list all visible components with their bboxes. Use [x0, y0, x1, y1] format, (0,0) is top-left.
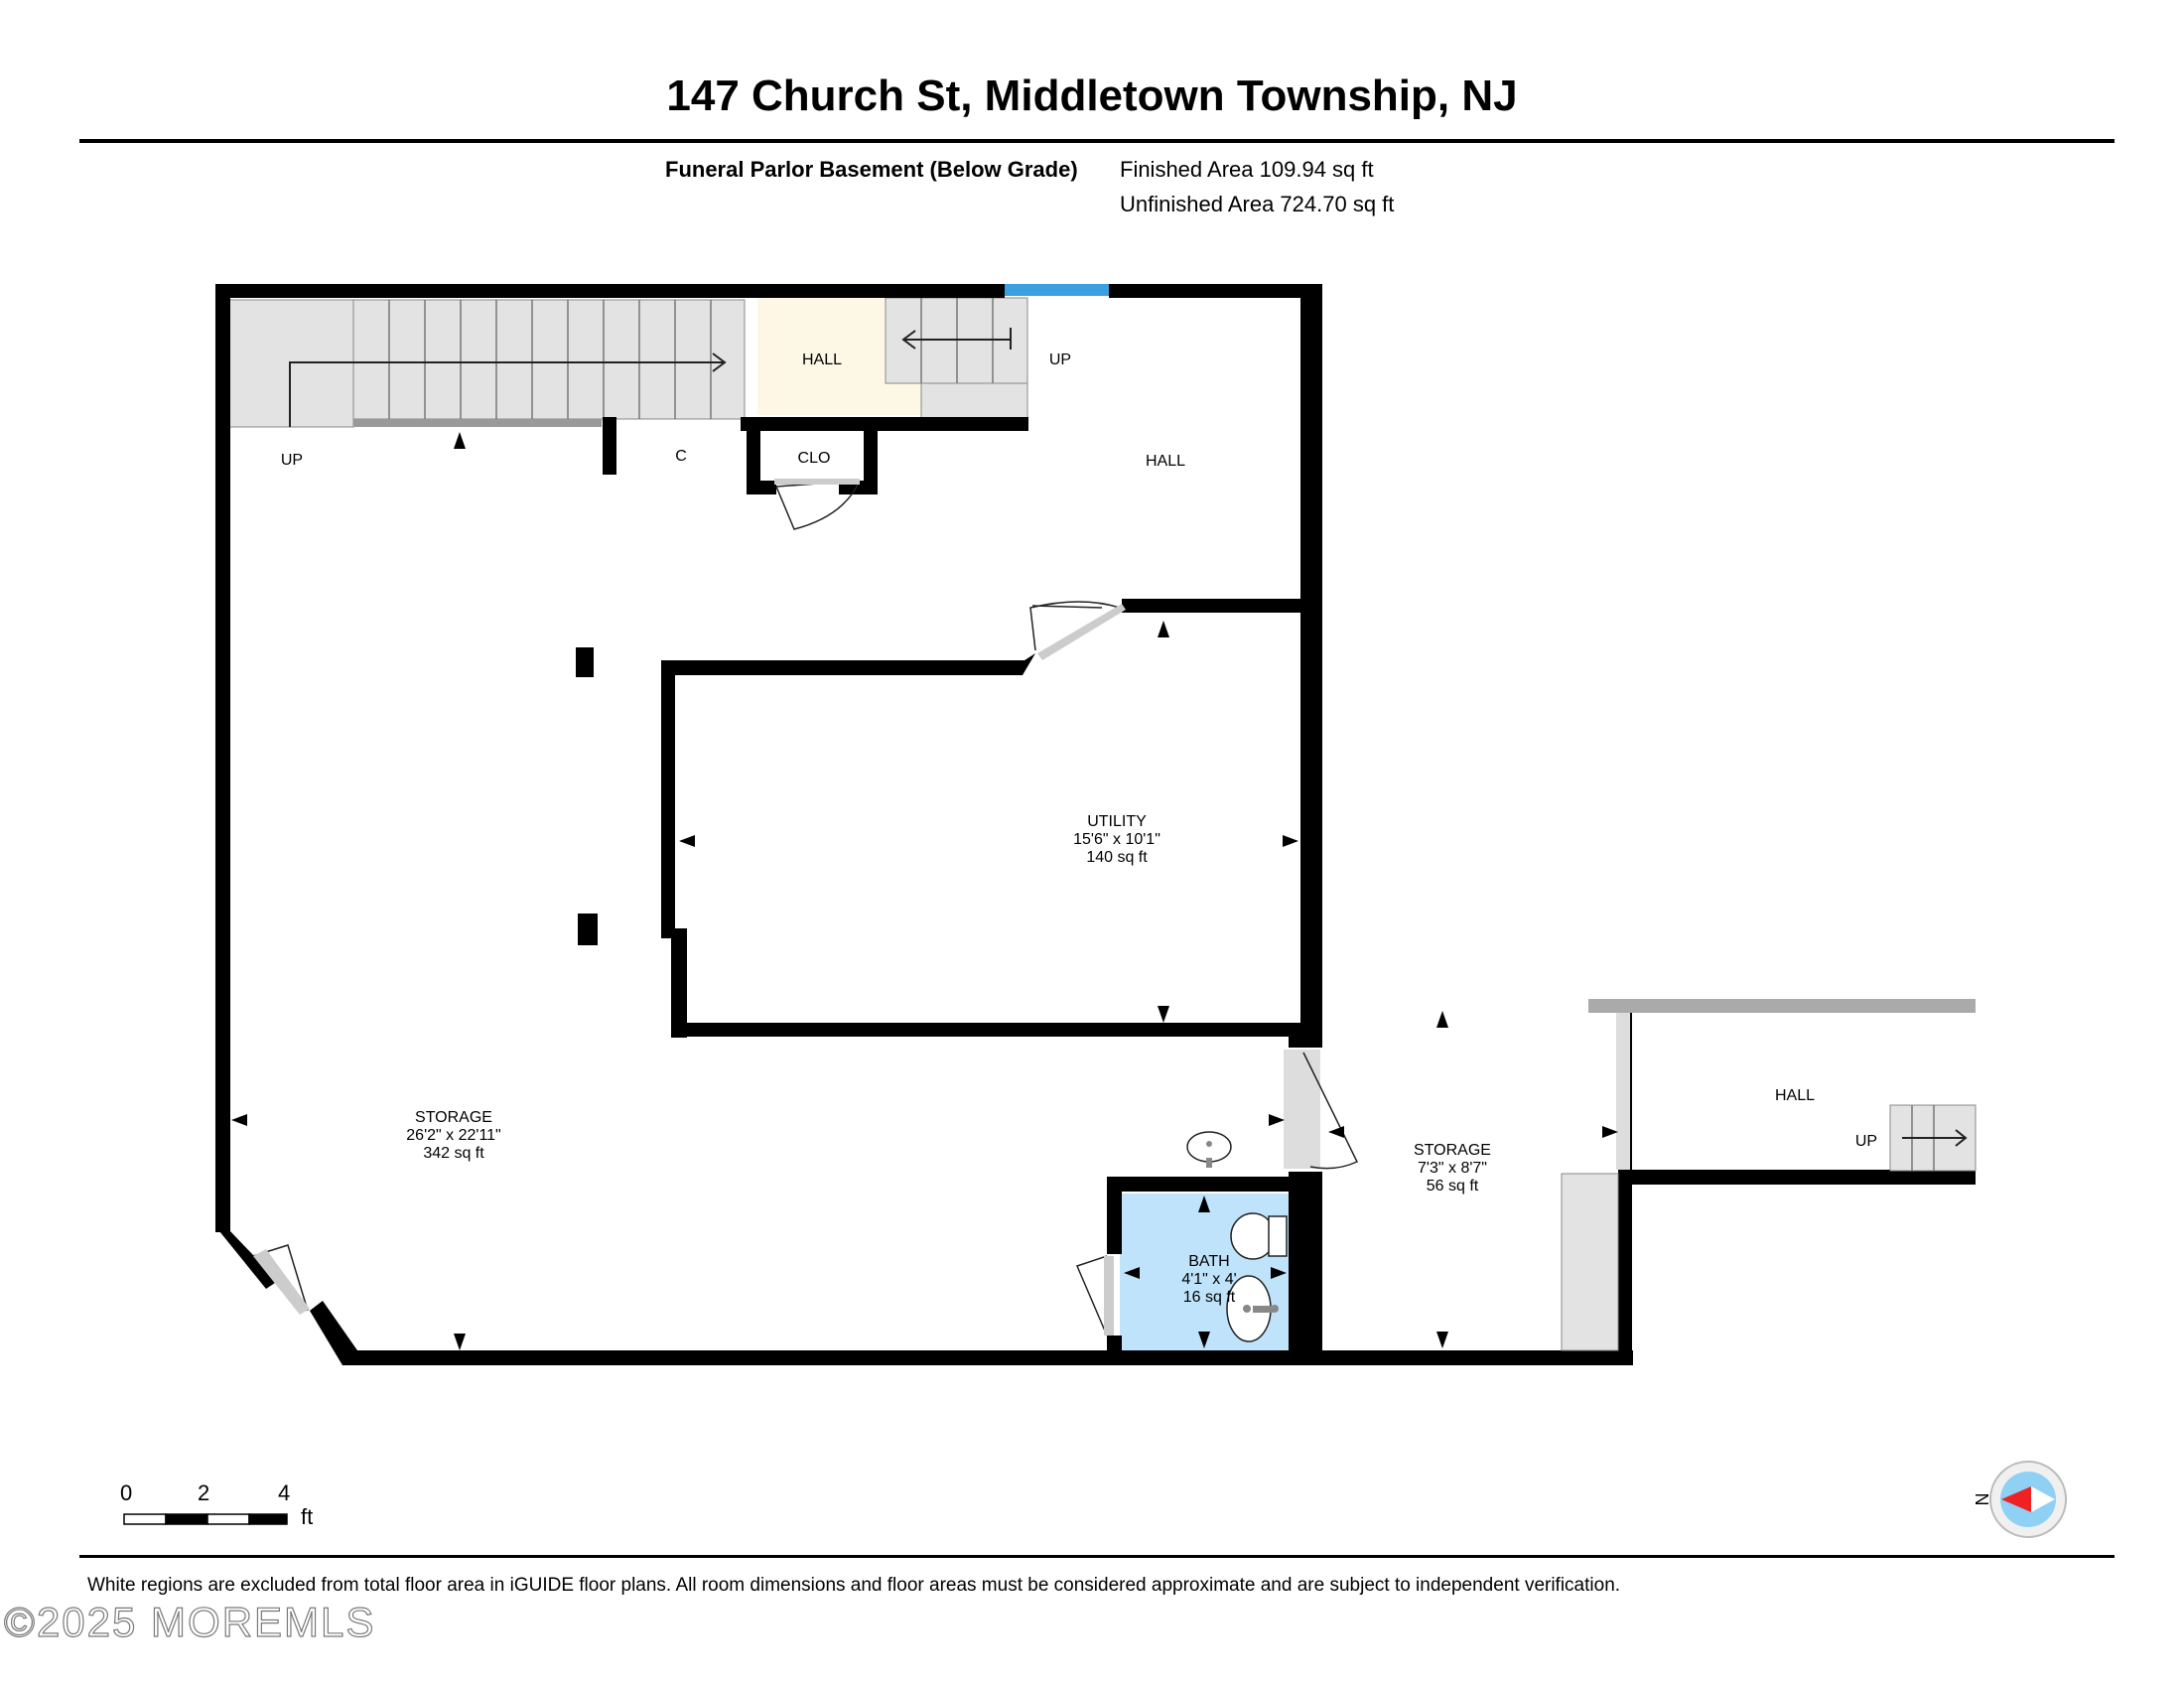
bath-area: 16 sq ft: [1183, 1289, 1236, 1306]
dimension-arrows: [231, 432, 1618, 1350]
scale-tick-4: 4: [278, 1480, 291, 1505]
label-hall-top: HALL: [802, 352, 842, 368]
door-leaf: [1037, 604, 1126, 660]
utility-area: 140 sq ft: [1086, 849, 1148, 866]
toilet-icon: [1230, 1212, 1288, 1260]
storage-right-name: STORAGE: [1414, 1142, 1491, 1159]
storage-main-dims: 26'2" x 22'11": [406, 1127, 500, 1144]
bath-sink-icon: [1226, 1275, 1279, 1342]
label-hall-far-right: HALL: [1775, 1087, 1815, 1104]
label-hall-right-top: HALL: [1146, 453, 1185, 470]
scale-tick-2: 2: [198, 1480, 210, 1505]
header-rule: [79, 139, 2115, 143]
bath-dims: 4'1" x 4': [1181, 1271, 1236, 1288]
stairs-top-left: [228, 299, 746, 428]
partition-wall: [1588, 999, 1976, 1013]
compass-north-label: N: [1972, 1493, 1991, 1506]
storage-right-dims: 7'3" x 8'7": [1418, 1160, 1487, 1177]
scale-unit: ft: [301, 1504, 314, 1529]
door-leaf: [1104, 1256, 1114, 1336]
scale-bar: [123, 1513, 288, 1525]
utility-name: UTILITY: [1087, 813, 1147, 830]
scale-tick-0: 0: [120, 1480, 133, 1505]
storage-right-area: 56 sq ft: [1427, 1178, 1479, 1195]
footer-rule: [79, 1555, 2115, 1558]
door-leaf: [253, 1249, 310, 1315]
label-up-right: UP: [1855, 1133, 1877, 1150]
label-up-top: UP: [1049, 352, 1071, 368]
label-up-left: UP: [281, 452, 303, 469]
floor-label: Funeral Parlor Basement (Below Grade): [665, 157, 1078, 182]
window: [1005, 284, 1109, 296]
door-opening: [1284, 1050, 1320, 1169]
sink-icon: [1186, 1131, 1232, 1168]
walls: [215, 284, 1976, 1365]
storage-alcove: [1561, 1173, 1619, 1351]
pillar: [578, 914, 598, 945]
door-leaf: [774, 479, 860, 485]
property-address-title: 147 Church St, Middletown Township, NJ: [666, 71, 1518, 120]
watermark: ©2025 MOREMLS: [3, 1598, 376, 1645]
stairs-far-right: [1889, 1104, 1977, 1172]
disclaimer: White regions are excluded from total fl…: [87, 1575, 1621, 1596]
stairs-top-hall: [885, 297, 1028, 422]
storage-main-name: STORAGE: [415, 1109, 492, 1126]
label-closet-clo: CLO: [798, 450, 831, 467]
partition-wall: [1616, 1013, 1630, 1170]
finished-area: Finished Area 109.94 sq ft: [1120, 157, 1374, 182]
utility-dims: 15'6" x 10'1": [1073, 831, 1160, 848]
storage-main-area: 342 sq ft: [423, 1145, 484, 1162]
compass-icon: [1989, 1461, 2067, 1538]
unfinished-area: Unfinished Area 724.70 sq ft: [1120, 192, 1395, 216]
bath-name: BATH: [1188, 1253, 1229, 1270]
label-closet-c: C: [675, 448, 687, 465]
pillar: [576, 647, 594, 677]
